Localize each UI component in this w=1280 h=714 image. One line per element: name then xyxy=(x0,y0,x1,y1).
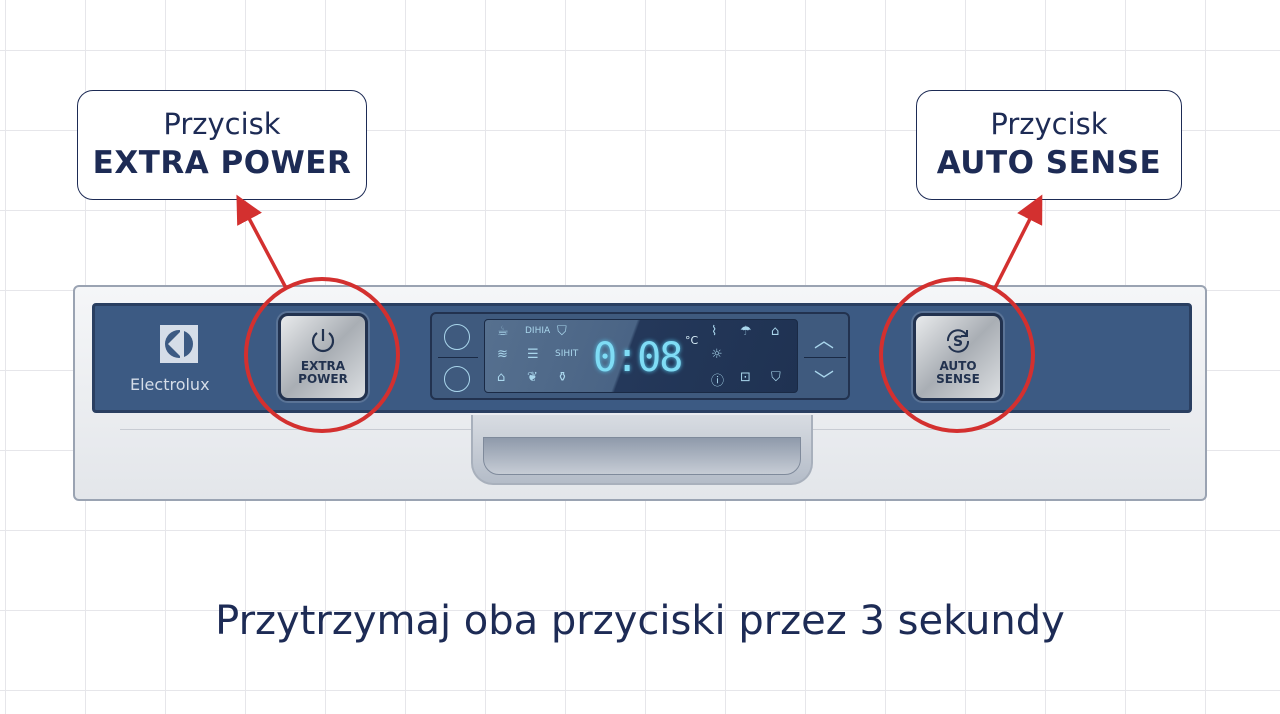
rinse-icon: ⊡ xyxy=(740,370,751,385)
callout-auto-sense: Przycisk AUTO SENSE xyxy=(916,90,1182,200)
callout-line1: Przycisk xyxy=(163,107,281,141)
power-touch-button[interactable] xyxy=(444,324,470,350)
cup-icon: ☕ xyxy=(497,324,509,339)
lcd-screen: ☕ DIHIA ⛉ ≋ ☰ SIHIT ⌂ ❦ ⚱ 0:08 °C ⌇ ☂ ⌂ … xyxy=(484,319,798,393)
display-label-b: SIHIT xyxy=(555,349,579,359)
eco-icon: ❦ xyxy=(527,370,538,385)
callout-line2: EXTRA POWER xyxy=(92,145,352,181)
basket-icon: ⛉ xyxy=(771,370,781,385)
home-icon: ⌂ xyxy=(771,324,780,339)
arrow-extra-power xyxy=(236,194,288,289)
highlight-circle-extra-power xyxy=(244,277,400,433)
callout-line1: Przycisk xyxy=(990,107,1108,141)
divider xyxy=(438,357,478,358)
basket-icon: ⛉ xyxy=(557,324,567,339)
delay-timer-button[interactable] xyxy=(444,366,470,392)
dishes-icon: ☰ xyxy=(527,347,539,362)
electrolux-logo: Electrolux xyxy=(130,325,210,394)
door-handle xyxy=(483,437,801,475)
sun-icon: ☼ xyxy=(711,347,723,362)
arrow-auto-sense xyxy=(993,194,1043,289)
display-module: ☕ DIHIA ⛉ ≋ ☰ SIHIT ⌂ ❦ ⚱ 0:08 °C ⌇ ☂ ⌂ … xyxy=(430,312,850,400)
up-arrow-button[interactable]: ︿ xyxy=(814,328,834,352)
temperature-unit: °C xyxy=(685,334,699,347)
info-icon: ⓘ xyxy=(711,374,725,389)
machine-icon: ⌂ xyxy=(497,370,506,385)
faucet-icon: ⌇ xyxy=(711,324,718,339)
highlight-circle-auto-sense xyxy=(879,277,1035,433)
wave-icon: ≋ xyxy=(497,347,508,362)
time-readout: 0:08 xyxy=(593,335,683,381)
callout-extra-power: Przycisk EXTRA POWER xyxy=(77,90,367,200)
electrolux-logo-icon xyxy=(159,325,198,363)
down-arrow-button[interactable]: ﹀ xyxy=(814,368,834,392)
display-label-a: DIHIA xyxy=(525,326,551,336)
callout-line2: AUTO SENSE xyxy=(936,145,1162,181)
glasses-icon: ⚱ xyxy=(557,370,568,385)
brand-name: Electrolux xyxy=(130,375,210,394)
divider xyxy=(804,357,846,358)
cloud-icon: ☂ xyxy=(740,324,752,339)
instruction-caption: Przytrzymaj oba przyciski przez 3 sekund… xyxy=(215,598,1065,644)
